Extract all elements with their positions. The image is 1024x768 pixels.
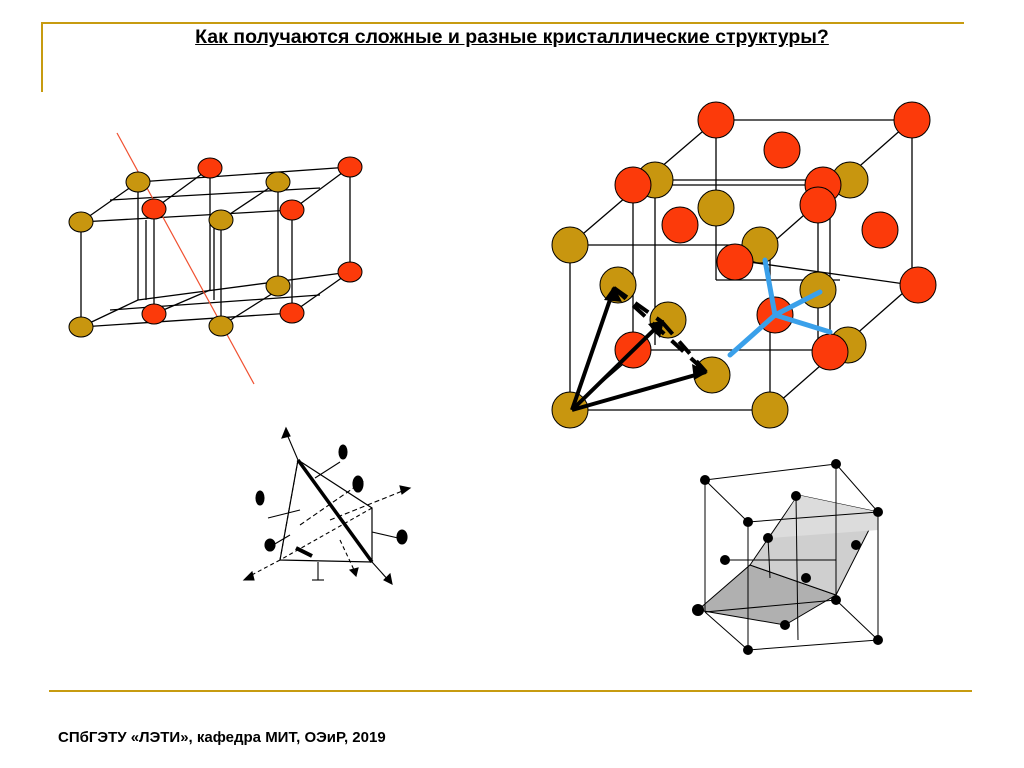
- bottom-horizontal-rule: [49, 690, 972, 692]
- tetrahedral-bonds-sketch: [244, 428, 410, 584]
- shaded-plane-in-cube: [672, 455, 912, 665]
- footer-text: СПбГЭТУ «ЛЭТИ», кафедра МИТ, ОЭиР, 2019: [58, 729, 386, 746]
- fcc-atoms: [552, 102, 936, 428]
